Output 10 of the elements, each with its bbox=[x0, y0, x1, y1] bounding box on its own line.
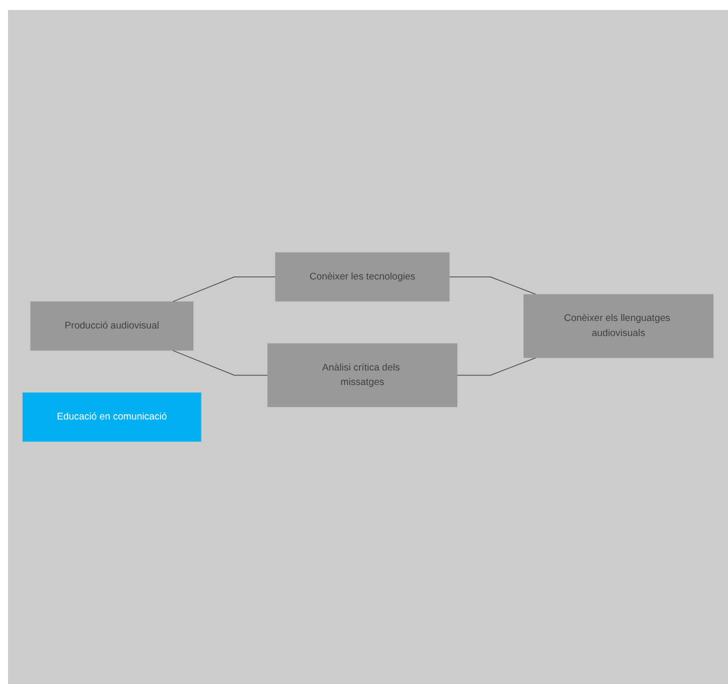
node-box bbox=[30, 301, 194, 351]
diagram: Conèixer les tecnologies Producció audiovisual Educació en comunicació Conèixer els llenguatges audiovisuals Anàlisi crítica dels missatges bbox=[18, 17, 718, 677]
connector bbox=[172, 276, 276, 302]
node-box bbox=[22, 392, 202, 442]
connector bbox=[456, 357, 537, 376]
node-box bbox=[267, 343, 458, 408]
connector bbox=[448, 276, 537, 295]
connector bbox=[172, 350, 268, 376]
node-box bbox=[524, 294, 714, 358]
node-box bbox=[275, 252, 450, 302]
